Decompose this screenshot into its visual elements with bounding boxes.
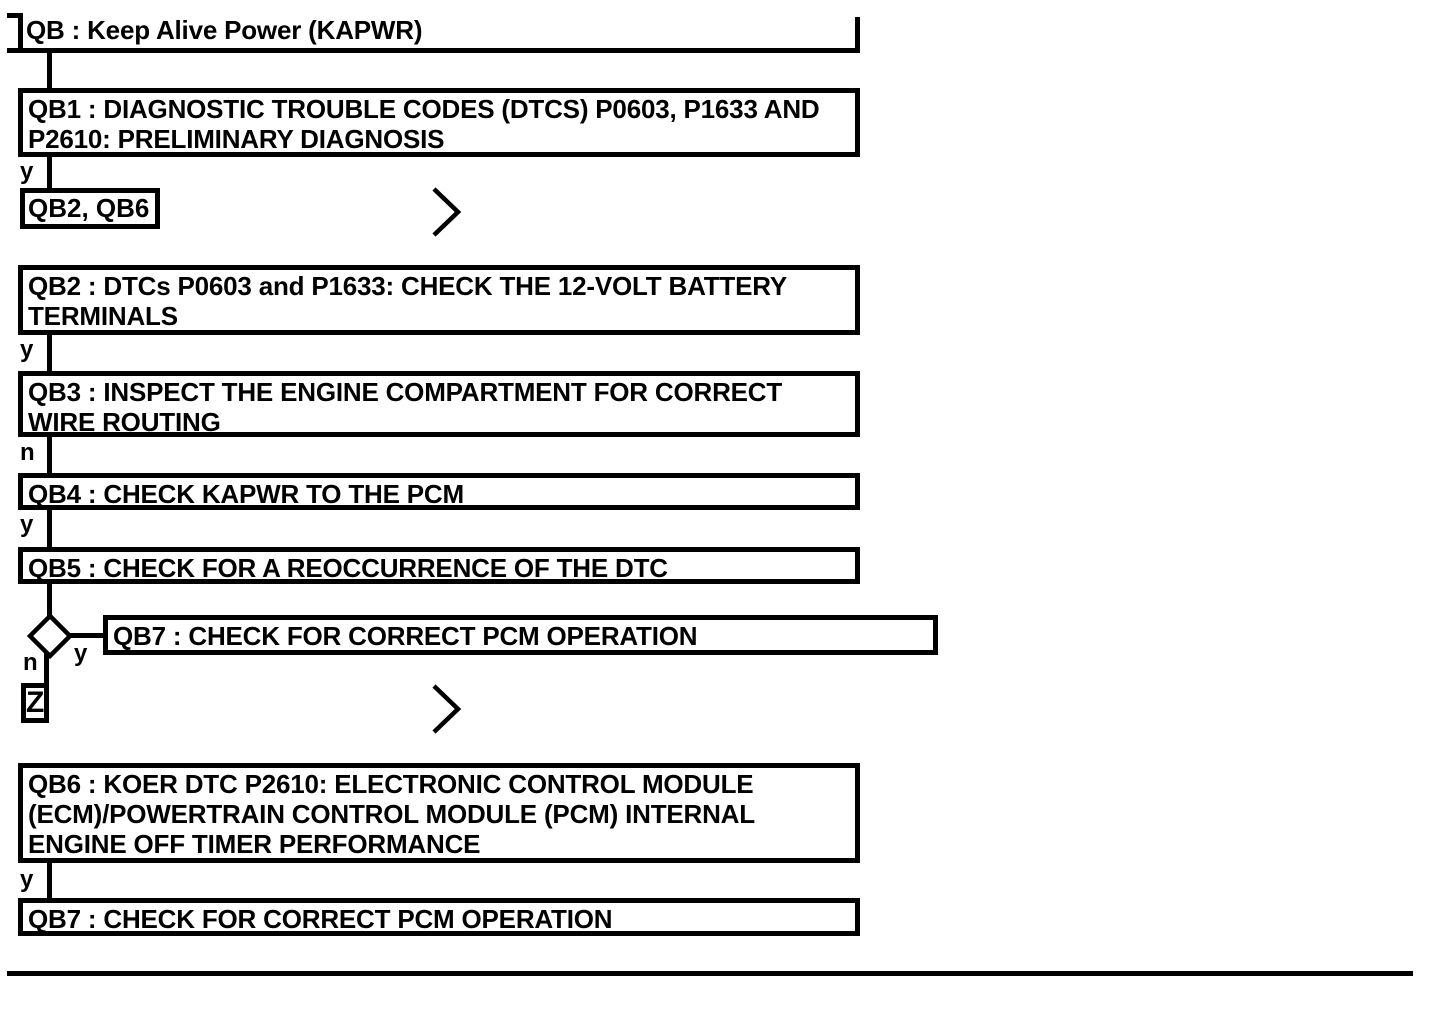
header-top-stub-line — [7, 13, 20, 18]
header-right-line — [855, 17, 860, 53]
branch-label-no: n — [23, 649, 38, 676]
connector-line — [47, 435, 52, 473]
page-title: QB : Keep Alive Power (KAPWR) — [26, 15, 423, 45]
branch-label-yes: y — [20, 866, 34, 893]
header-left-line — [18, 13, 23, 53]
branch-label-no: n — [20, 439, 35, 466]
node-qb4: QB4 : CHECK KAPWR TO THE PCM — [18, 473, 860, 510]
header-bottom-line — [7, 48, 860, 53]
branch-label-yes: y — [20, 511, 34, 538]
connector-line — [47, 333, 52, 371]
connector-line — [44, 652, 49, 688]
node-qb7-branch: QB7 : CHECK FOR CORRECT PCM OPERATION — [103, 615, 938, 655]
footer-divider — [7, 971, 1413, 976]
continuation-chevron-icon — [432, 684, 462, 734]
branch-label-yes: y — [74, 640, 88, 667]
offpage-connector-z: Z — [21, 683, 49, 723]
connector-line — [47, 155, 52, 188]
connector-line — [47, 861, 52, 898]
continuation-chevron-icon — [432, 187, 462, 237]
connector-line — [47, 53, 52, 88]
node-qb5: QB5 : CHECK FOR A REOCCURRENCE OF THE DT… — [18, 547, 860, 584]
node-qb3: QB3 : INSPECT THE ENGINE COMPARTMENT FOR… — [18, 371, 860, 437]
branch-label-yes: y — [20, 336, 34, 363]
node-qb7: QB7 : CHECK FOR CORRECT PCM OPERATION — [18, 898, 860, 936]
branch-label-yes: y — [20, 158, 34, 185]
connector-line — [47, 582, 52, 618]
node-qb6: QB6 : KOER DTC P2610: ELECTRONIC CONTROL… — [18, 763, 860, 863]
reference-node-qb2-qb6: QB2, QB6 — [20, 188, 160, 229]
node-qb1: QB1 : DIAGNOSTIC TROUBLE CODES (DTCS) P0… — [18, 88, 860, 157]
node-qb2: QB2 : DTCs P0603 and P1633: CHECK THE 12… — [18, 265, 860, 335]
connector-line — [47, 508, 52, 547]
decision-diamond — [26, 612, 74, 660]
connector-line — [68, 633, 105, 638]
